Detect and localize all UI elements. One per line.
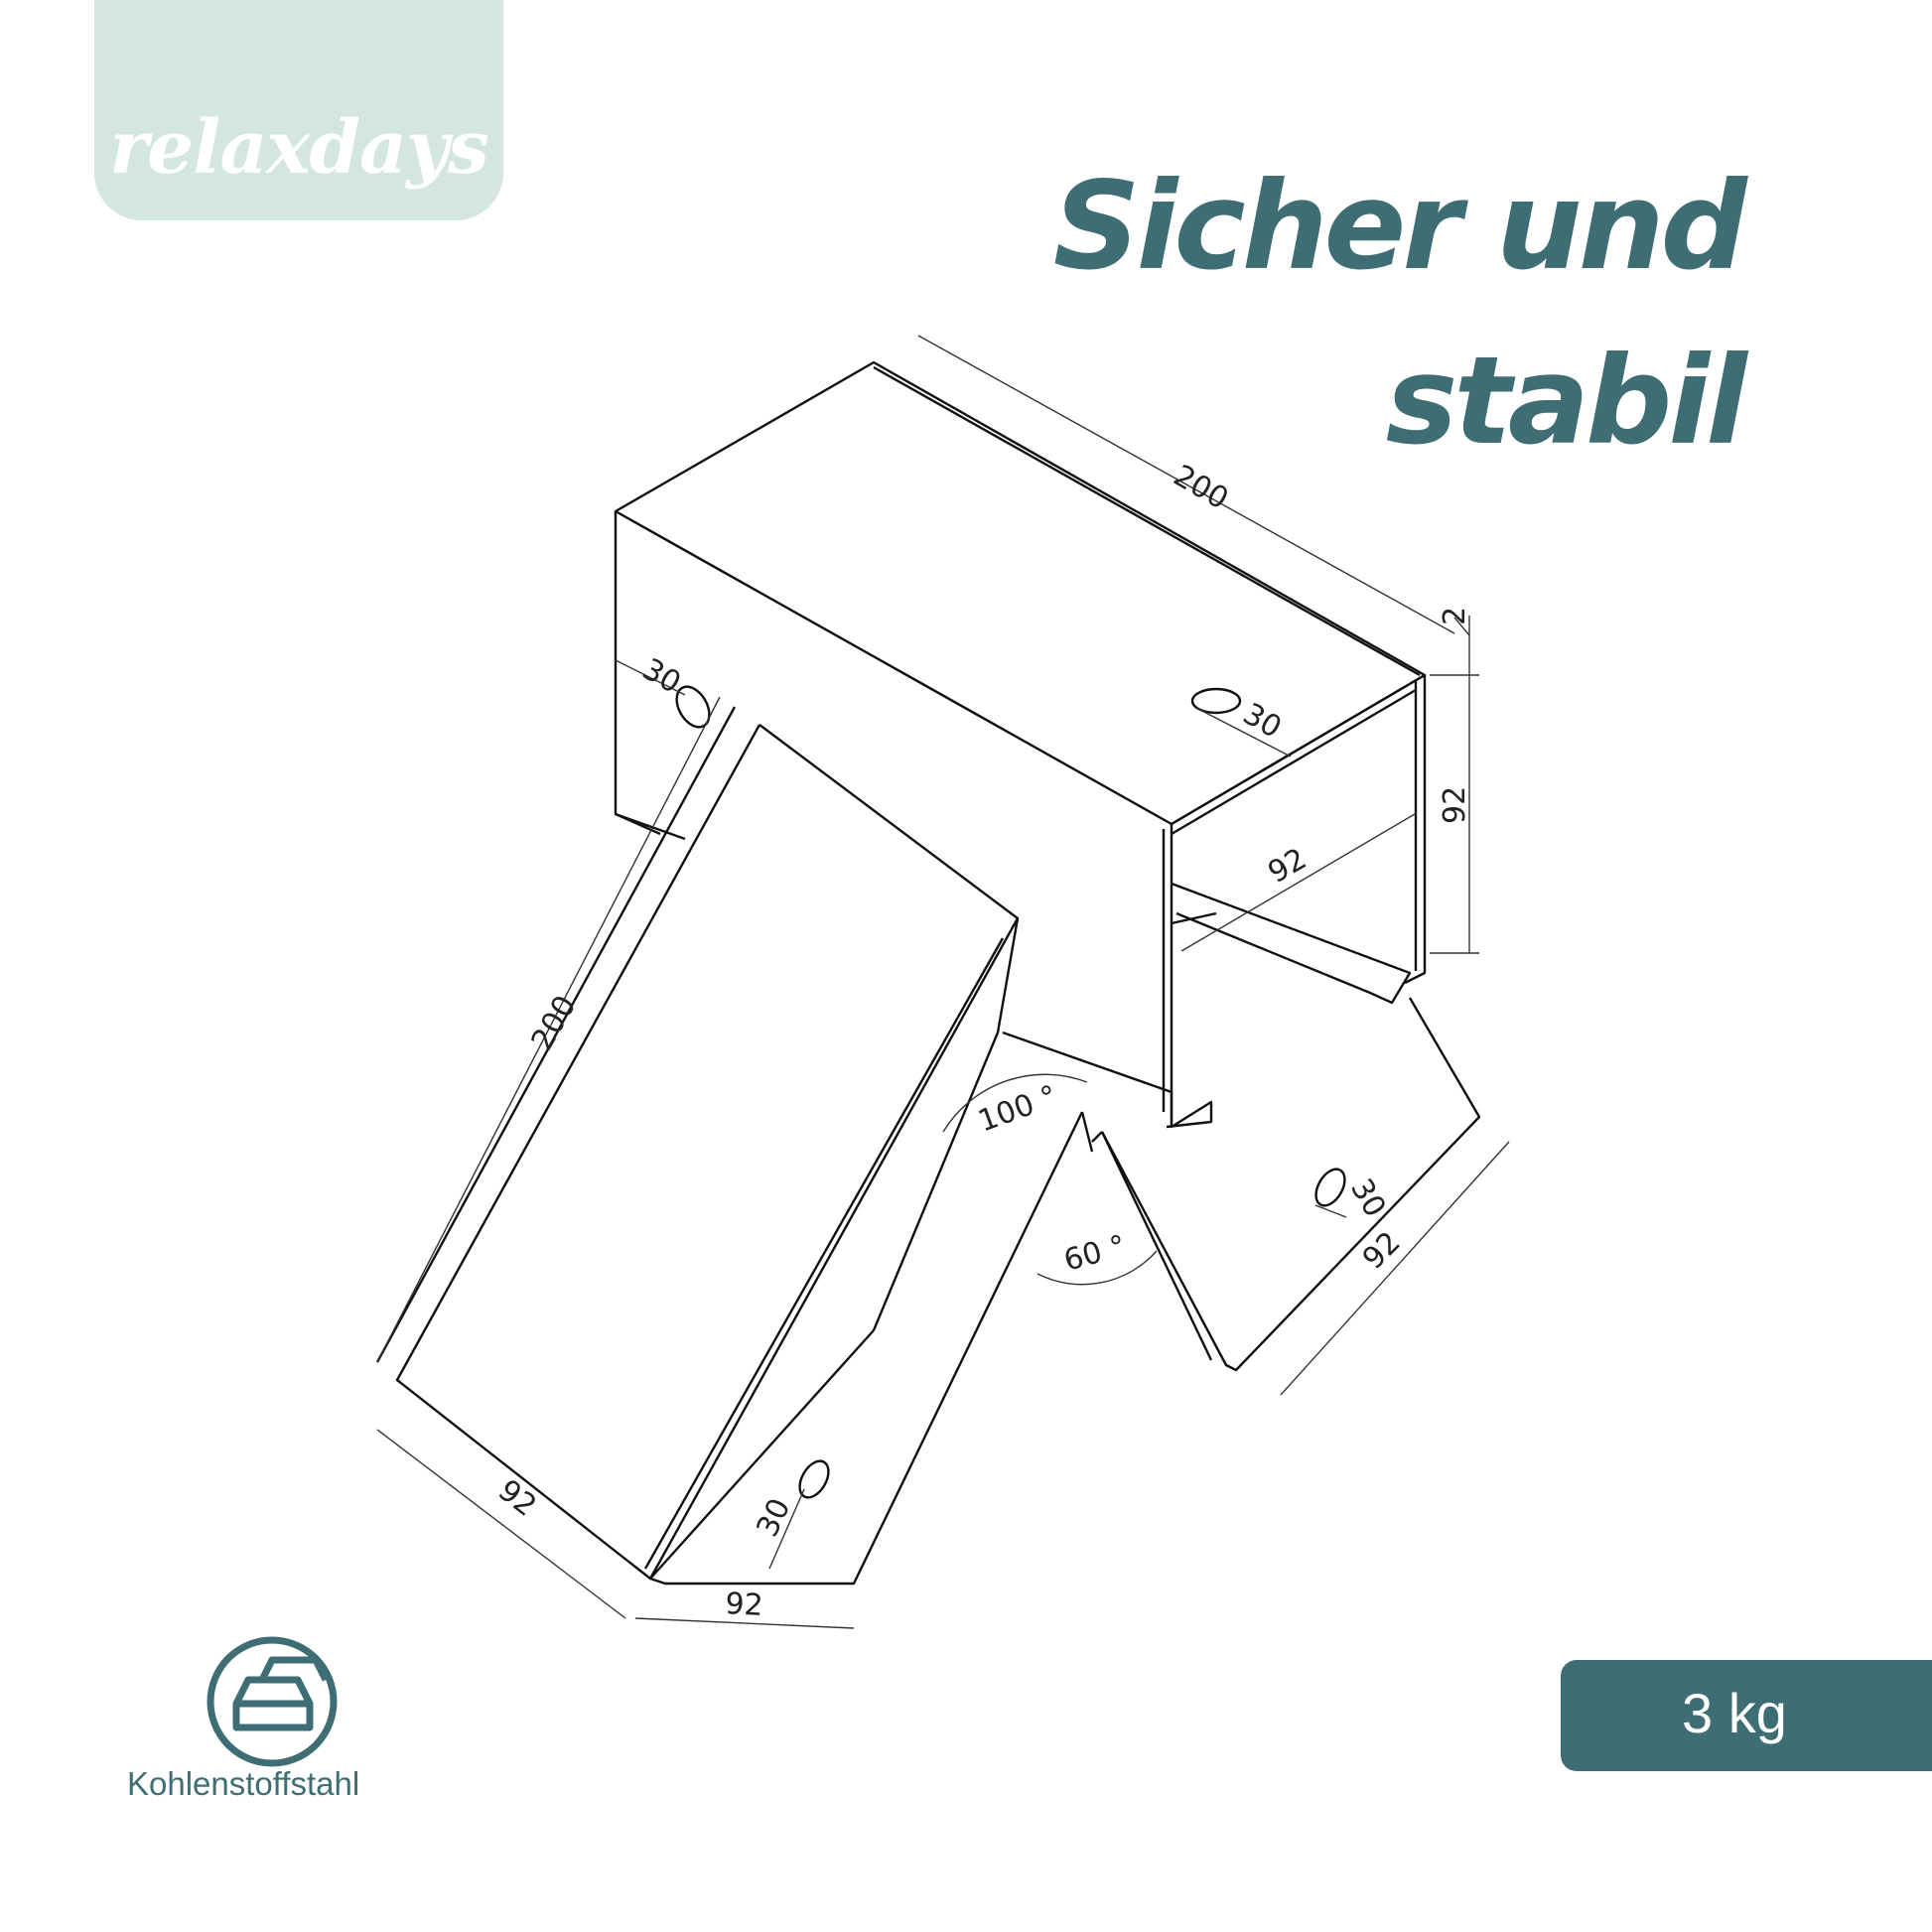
brand-logo: relaxdays: [109, 105, 489, 191]
dim-angle-legs: 60 °: [1060, 1229, 1130, 1279]
dim-bottom-width: 92: [725, 1587, 764, 1623]
dim-top-length: 200: [1168, 459, 1234, 517]
dim-top-width: 92: [1263, 842, 1313, 891]
dimension-lines: [376, 335, 1510, 1629]
headline-line-1: Sicher und: [1052, 156, 1747, 297]
steel-bars-icon: [207, 1636, 338, 1767]
dim-left-width: 92: [491, 1473, 543, 1524]
dim-right-width: 92: [1356, 1225, 1408, 1277]
dim-thickness: 2: [1438, 607, 1472, 625]
bracket-outline: [375, 360, 1481, 1586]
dim-angle-between: 100 °: [974, 1079, 1062, 1140]
dim-top-height: 92: [1438, 786, 1472, 824]
logo-badge: [94, 0, 503, 220]
material-label: Kohlenstoffstahl: [127, 1765, 360, 1802]
dim-hole-left: 30: [636, 652, 687, 701]
headline-line-2: stabil: [1385, 331, 1747, 472]
weight-label: 3 kg: [1682, 1682, 1787, 1744]
headline: Sicher und stabil: [1052, 139, 1747, 488]
dim-hole-right: 30: [1237, 697, 1288, 746]
dim-bottom-hole: 30: [751, 1493, 798, 1542]
weight-badge: [1561, 1660, 1932, 1771]
